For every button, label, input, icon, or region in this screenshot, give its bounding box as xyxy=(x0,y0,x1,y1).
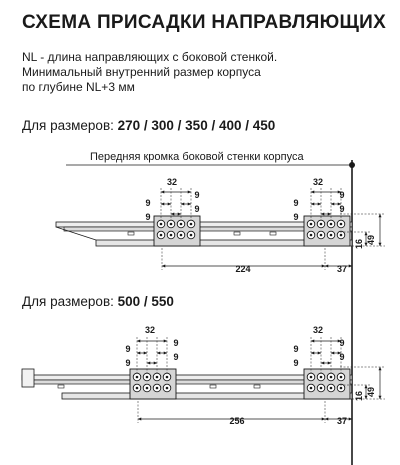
section-2-sizes: 500 / 550 xyxy=(117,294,174,309)
d2-hole-center-1-1-1 xyxy=(319,386,323,390)
d2-offset: 37 xyxy=(337,416,347,426)
d1-hole-center-1-1-2 xyxy=(329,233,333,237)
d2-hole-center-0-1-2 xyxy=(155,386,159,390)
description-line-2: Минимальный внутренний размер корпуса xyxy=(22,65,261,79)
d2-hole-center-0-0-3 xyxy=(165,375,169,379)
d2-hole-center-0-0-1 xyxy=(145,375,149,379)
d1-hole-center-1-1-1 xyxy=(319,233,323,237)
d2-spacing-left: 32 xyxy=(145,325,155,335)
d2-gap-right-b: 9 xyxy=(293,358,298,368)
d2-height: 16 xyxy=(354,391,364,401)
d1-hole-center-1-0-1 xyxy=(319,222,323,226)
d2-hole-center-1-0-3 xyxy=(339,375,343,379)
d2-rail-bottom xyxy=(61,392,353,400)
d1-rail-bottom xyxy=(95,239,353,247)
d1-hole-center-1-0-0 xyxy=(309,222,313,226)
d2-total-height: 49 xyxy=(366,387,376,397)
description-line-3: по глубине NL+3 мм xyxy=(22,80,135,94)
d2-gap-left-a: 9 xyxy=(125,344,130,354)
diagram-1-labels: 32 32 9 9 9 9 9 9 9 9 224 37 16 49 xyxy=(145,177,376,274)
description-line-1: NL - длина направляющих с боковой стенко… xyxy=(22,50,278,64)
d2-hole-center-0-0-0 xyxy=(135,375,139,379)
d1-total-height: 49 xyxy=(366,235,376,245)
d1-hole-center-0-1-3 xyxy=(189,233,193,237)
d2-hole-center-1-1-0 xyxy=(309,386,313,390)
d1-rail-middle xyxy=(63,226,353,232)
d2-rail-top xyxy=(21,374,353,381)
d2-hole-center-1-0-1 xyxy=(319,375,323,379)
section-2-prefix: Для размеров: xyxy=(22,294,118,309)
d1-rail-slot-0 xyxy=(127,231,135,236)
d1-hole-center-0-1-2 xyxy=(179,233,183,237)
d1-gap-right-b: 9 xyxy=(293,212,298,222)
diagram-shapes xyxy=(21,188,385,423)
d2-gap-left-d: 9 xyxy=(173,352,178,362)
d2-spacing-right: 32 xyxy=(313,325,323,335)
d2-rail-slot-1 xyxy=(209,384,217,389)
d2-hole-center-1-1-2 xyxy=(329,386,333,390)
page-title: СХЕМА ПРИСАДКИ НАПРАВЛЯЮЩИХ xyxy=(22,12,387,33)
section-2-heading: Для размеров: 500 / 550 xyxy=(22,294,174,309)
d1-hole-center-0-0-0 xyxy=(159,222,163,226)
d2-gap-left-c: 9 xyxy=(173,338,178,348)
d1-hole-center-0-1-1 xyxy=(169,233,173,237)
d1-gap-left-a: 9 xyxy=(145,198,150,208)
section-1-heading: Для размеров: 270 / 300 / 350 / 400 / 45… xyxy=(22,118,275,133)
d2-hole-center-0-1-0 xyxy=(135,386,139,390)
d1-hole-center-0-0-2 xyxy=(179,222,183,226)
d1-gap-left-b: 9 xyxy=(145,212,150,222)
d1-rail-slot-2 xyxy=(269,231,277,236)
d2-length: 256 xyxy=(229,416,244,426)
d2-gap-right-c: 9 xyxy=(339,338,344,348)
d1-hole-center-0-0-1 xyxy=(169,222,173,226)
d1-gap-left-c: 9 xyxy=(194,190,199,200)
d1-hole-center-1-0-3 xyxy=(339,222,343,226)
diagram-2-labels: 32 32 9 9 9 9 9 9 9 9 256 37 16 49 xyxy=(125,325,376,426)
d2-rail-slot-0 xyxy=(57,384,65,389)
section-1-sizes: 270 / 300 / 350 / 400 / 450 xyxy=(117,118,276,133)
description: NL - длина направляющих с боковой стенко… xyxy=(22,50,277,95)
d1-offset: 37 xyxy=(337,264,347,274)
section-1-prefix: Для размеров: xyxy=(22,118,118,133)
d1-rail-slot-1 xyxy=(233,231,241,236)
d1-gap-left-d: 9 xyxy=(194,204,199,214)
d1-hole-center-0-0-3 xyxy=(189,222,193,226)
d2-gap-right-d: 9 xyxy=(339,352,344,362)
d2-hole-center-0-1-3 xyxy=(165,386,169,390)
front-edge-dot xyxy=(349,162,355,168)
d1-hole-center-1-1-0 xyxy=(309,233,313,237)
d1-length: 224 xyxy=(235,264,250,274)
front-edge-label: Передняя кромка боковой стенки корпуса xyxy=(90,151,304,163)
d1-gap-right-a: 9 xyxy=(293,198,298,208)
d2-hole-center-0-0-2 xyxy=(155,375,159,379)
d1-gap-right-c: 9 xyxy=(339,190,344,200)
d1-hole-center-1-1-3 xyxy=(339,233,343,237)
d2-hole-center-1-1-3 xyxy=(339,386,343,390)
d1-gap-right-d: 9 xyxy=(339,204,344,214)
d2-rail-end-cap xyxy=(21,368,35,388)
d2-hole-center-1-0-2 xyxy=(329,375,333,379)
d2-rail-slot-2 xyxy=(253,384,261,389)
d2-hole-center-0-1-1 xyxy=(145,386,149,390)
d1-hole-center-1-0-2 xyxy=(329,222,333,226)
d2-gap-right-a: 9 xyxy=(293,344,298,354)
d2-gap-left-b: 9 xyxy=(125,358,130,368)
d1-spacing-right: 32 xyxy=(313,177,323,187)
d1-height: 16 xyxy=(354,239,364,249)
d2-hole-center-1-0-0 xyxy=(309,375,313,379)
d1-rail-slope xyxy=(55,226,97,241)
d1-spacing-left: 32 xyxy=(167,177,177,187)
d1-hole-center-0-1-0 xyxy=(159,233,163,237)
